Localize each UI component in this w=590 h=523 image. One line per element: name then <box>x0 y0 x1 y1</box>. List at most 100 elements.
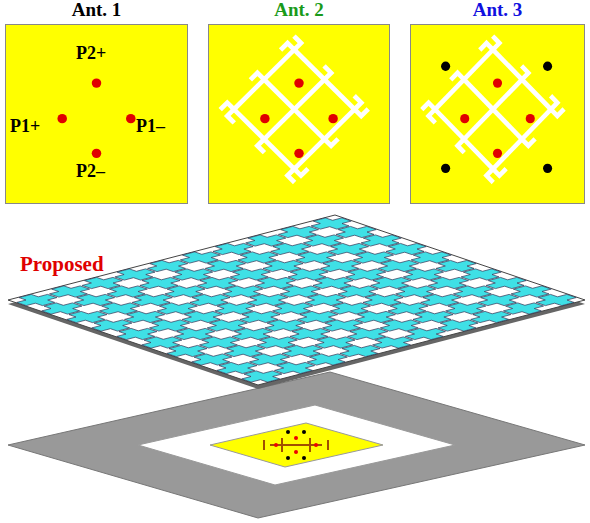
metasurface-cell <box>411 252 451 263</box>
metasurface-cell <box>50 286 90 297</box>
metasurface-cell <box>100 303 140 314</box>
feed-network <box>264 438 328 452</box>
metasurface-cell <box>230 269 270 280</box>
metasurface-cell <box>536 294 576 305</box>
metasurface-cell <box>315 337 355 348</box>
metasurface-cell <box>388 303 428 314</box>
feed-ports <box>274 436 318 454</box>
metasurface-cell <box>175 328 215 339</box>
metasurface-cell <box>140 277 180 288</box>
metasurface-cell <box>471 311 511 322</box>
metasurface-cell <box>338 286 378 297</box>
metasurface-cell <box>403 269 443 280</box>
metasurface-cell <box>142 337 182 348</box>
metasurface-cell <box>255 277 295 288</box>
metasurface-cell <box>250 354 290 365</box>
metasurface-cell <box>180 252 220 263</box>
metasurface-cell <box>311 218 351 229</box>
metasurface-cell <box>336 226 376 237</box>
metasurface-cell <box>240 311 280 322</box>
feed-vias <box>286 430 306 460</box>
metasurface-cell <box>461 269 501 280</box>
metasurface-cell <box>303 235 343 246</box>
metasurface-cell <box>205 260 245 271</box>
metasurface-cell <box>511 286 551 297</box>
metasurface-cell <box>107 286 147 297</box>
metasurface-cell <box>288 269 328 280</box>
metasurface-cell <box>173 269 213 280</box>
metasurface-cell <box>238 252 278 263</box>
metasurface-cell <box>215 303 255 314</box>
metasurface-cell <box>296 252 336 263</box>
metasurface-cell <box>275 362 315 373</box>
metasurface-cell <box>115 269 155 280</box>
metasurface-cell <box>307 354 347 365</box>
metasurface-cell <box>290 328 330 339</box>
metasurface-cells <box>17 218 576 382</box>
metasurface-cell <box>17 294 57 305</box>
metasurface-cell <box>340 345 380 356</box>
port-label: P2– <box>76 162 105 180</box>
metasurface-cell <box>371 277 411 288</box>
metasurface-cell <box>353 252 393 263</box>
metasurface-cell <box>346 269 386 280</box>
metasurface-cell <box>486 277 526 288</box>
antenna-panel: Ant. 2 <box>208 0 390 206</box>
metasurface-cell <box>167 345 207 356</box>
antenna-title: Ant. 1 <box>5 0 188 20</box>
metasurface-cell <box>282 345 322 356</box>
metasurface-cell <box>273 303 313 314</box>
metasurface-cell <box>428 277 468 288</box>
metasurface-cell <box>75 294 115 305</box>
antenna-patch <box>208 24 390 204</box>
metasurface-cell <box>413 311 453 322</box>
metasurface-cell <box>232 328 272 339</box>
metasurface-cell <box>378 260 418 271</box>
metasurface-cell <box>355 311 395 322</box>
substrate-cutout <box>138 405 455 485</box>
metasurface-cell <box>157 303 197 314</box>
metasurface-cell <box>200 337 240 348</box>
metasurface-cell <box>207 320 247 331</box>
metasurface-cell <box>405 328 445 339</box>
metasurface-cell <box>298 311 338 322</box>
metasurface-cell <box>278 226 318 237</box>
metasurface-cell <box>42 303 82 314</box>
metasurface-cell <box>148 260 188 271</box>
port-label: P2+ <box>76 44 106 62</box>
ground-plane <box>8 372 585 518</box>
antenna-patch <box>410 24 585 204</box>
metasurface-cell <box>271 243 311 254</box>
metasurface-cell <box>150 320 190 331</box>
metasurface-cell <box>321 260 361 271</box>
design-label: Proposed <box>20 254 104 275</box>
metasurface-cell <box>217 362 257 373</box>
metasurface-cell <box>242 371 282 382</box>
metasurface-cell <box>246 235 286 246</box>
metasurface-cell <box>248 294 288 305</box>
metasurface-cell <box>421 294 461 305</box>
metasurface-cell <box>265 320 305 331</box>
metasurface-cell <box>305 294 345 305</box>
metasurface-cell <box>328 243 368 254</box>
metasurface-cell <box>82 277 122 288</box>
antenna-title: Ant. 3 <box>410 0 585 20</box>
metasurface-cell <box>348 328 388 339</box>
metasurface-cell <box>373 337 413 348</box>
metasurface-cell <box>396 286 436 297</box>
metasurface-cell <box>323 320 363 331</box>
metasurface-cell <box>263 260 303 271</box>
metasurface-cell <box>280 286 320 297</box>
metasurface-cell <box>165 286 205 297</box>
metasurface-cell <box>386 243 426 254</box>
metasurface-cell <box>503 303 543 314</box>
patch-art <box>209 25 389 203</box>
metasurface-cell <box>225 345 265 356</box>
metasurface-cell <box>257 337 297 348</box>
antenna-panel: Ant. 3 <box>410 0 585 206</box>
port-label: P1+ <box>10 117 40 135</box>
metasurface-cell <box>313 277 353 288</box>
metasurface-cell <box>192 354 232 365</box>
metasurface-board <box>8 215 585 385</box>
